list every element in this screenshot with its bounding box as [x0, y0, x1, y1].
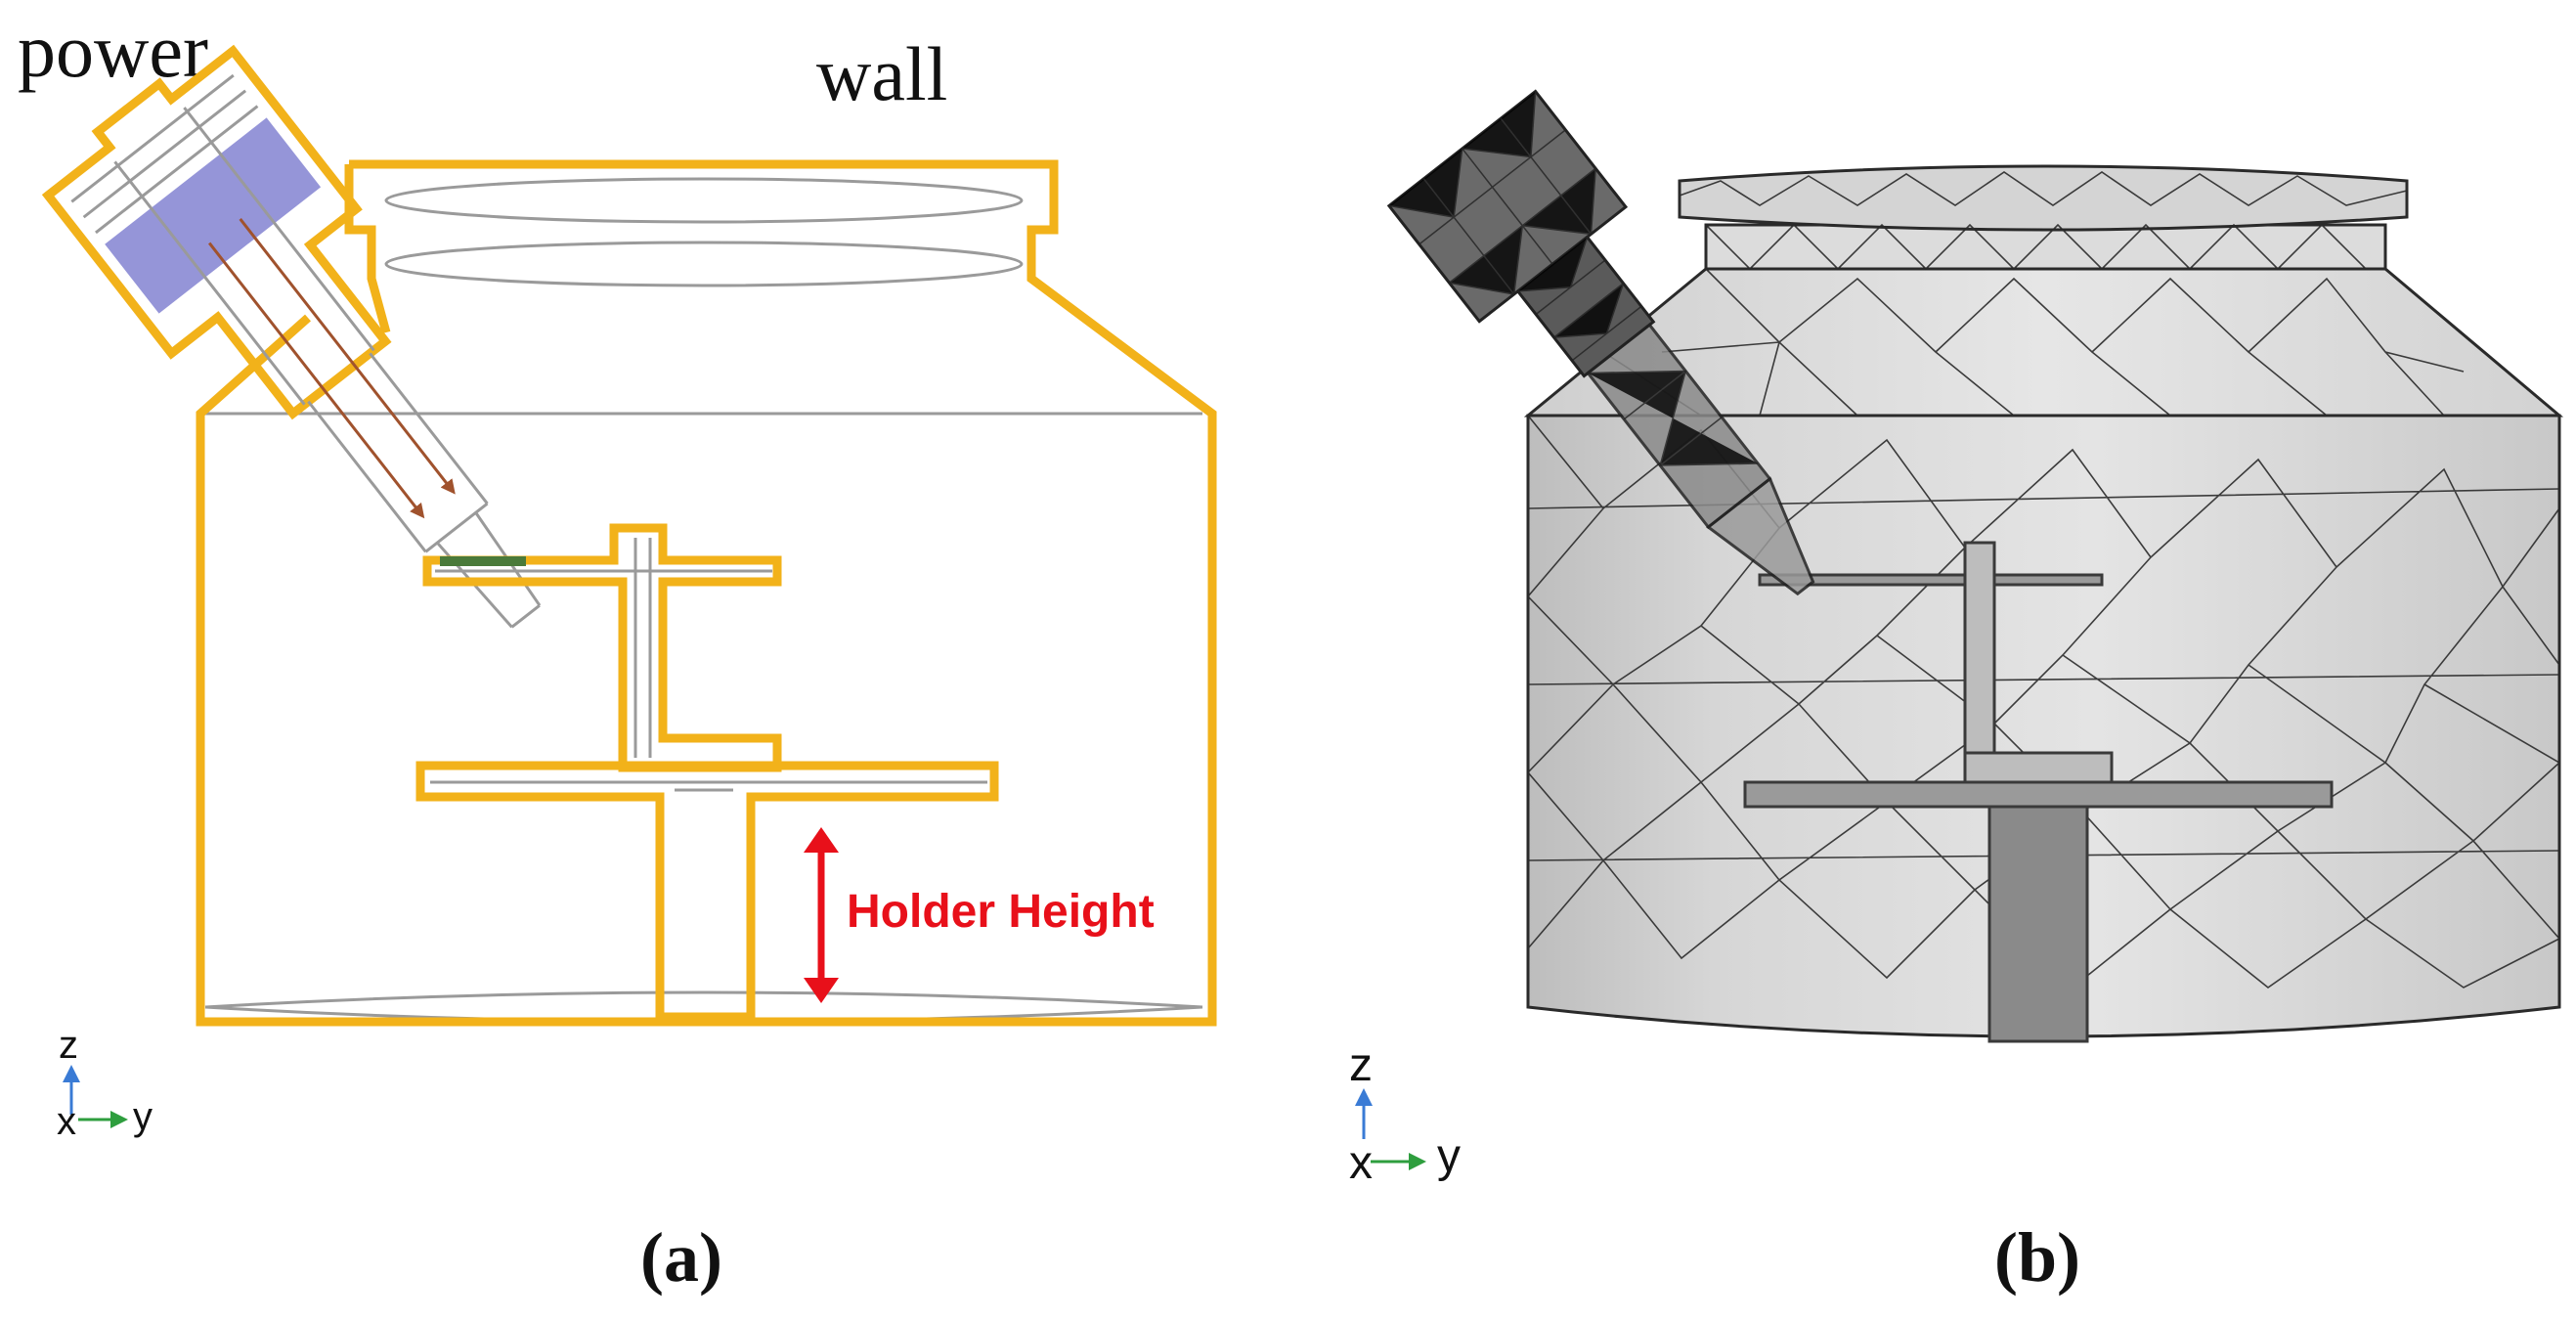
chamber-wall-left-shoulder: [344, 164, 391, 334]
ray-right: [239, 218, 456, 495]
wall-label: wall: [816, 31, 947, 116]
mesh-probe: [1386, 89, 1815, 596]
chamber-wall-outline: [196, 159, 1217, 1027]
axis-indicator-b: z x y: [1349, 1039, 1461, 1189]
lower-holder: [415, 761, 999, 1022]
power-label: power: [18, 8, 208, 93]
panel-a: power wall: [18, 8, 1217, 1297]
sample: [440, 556, 526, 566]
holder-height-label: Holder Height: [847, 886, 1155, 938]
axis-x-label: x: [57, 1100, 76, 1143]
ray-left: [207, 242, 425, 519]
axis-x-label-b: x: [1349, 1137, 1373, 1189]
caption-a: (a): [640, 1218, 722, 1297]
upper-holder: [422, 523, 782, 772]
power-probe: [41, 44, 542, 629]
axis-y-label: y: [133, 1095, 153, 1138]
axis-indicator-a: z x y: [57, 1024, 153, 1143]
axis-z-label: z: [59, 1024, 78, 1067]
panel-b: z x y (b): [1349, 89, 2564, 1297]
probe-window: [105, 117, 322, 314]
holder-height-arrow-bottom: [804, 978, 839, 1003]
mesh-neck: [1704, 223, 2387, 271]
axis-y-label-b: y: [1437, 1130, 1461, 1182]
caption-b: (b): [1994, 1218, 2080, 1297]
axis-z-label-b: z: [1349, 1039, 1373, 1091]
holder-height-arrow-top: [804, 827, 839, 853]
mesh-holder: [1743, 541, 2334, 1043]
